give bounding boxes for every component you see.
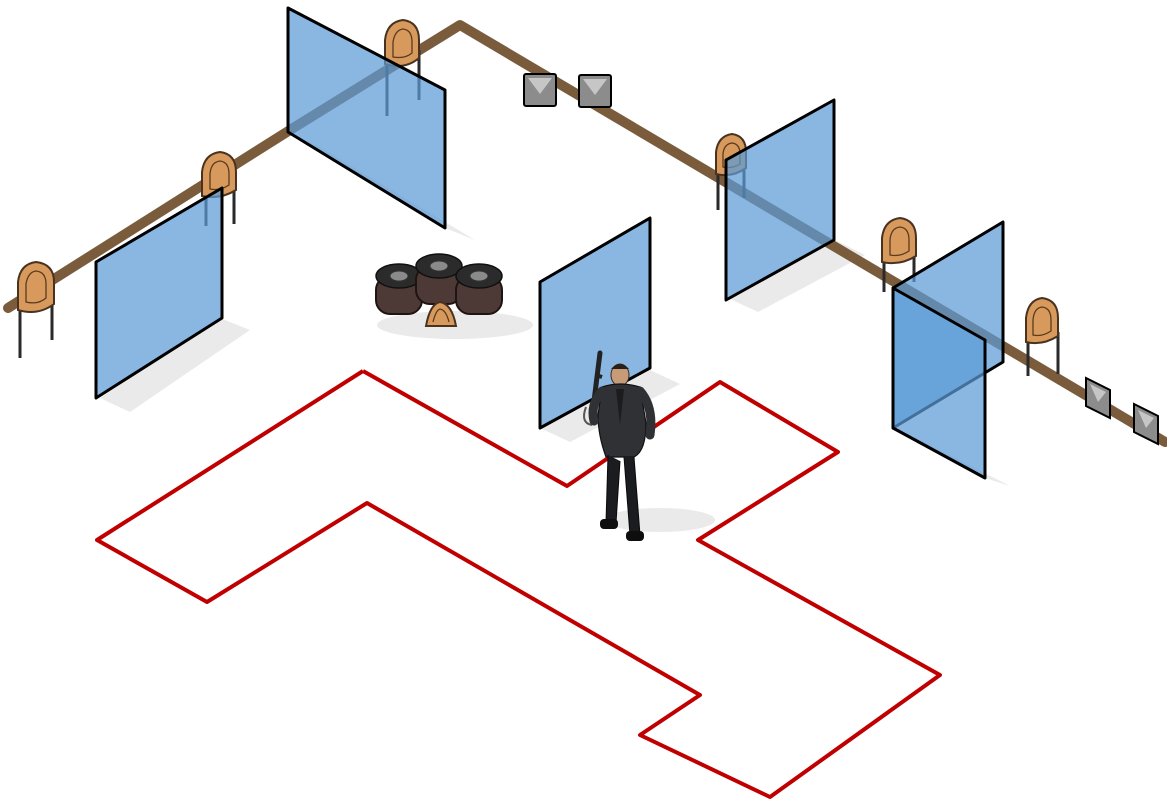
vision-barrier-1 [94, 186, 224, 400]
barrier-shadow-3 [728, 240, 865, 312]
tire-paper-target [424, 300, 458, 327]
shooting-area-boundary [95, 369, 942, 799]
shooter-shadow [605, 508, 715, 532]
shooter-figure-icon [583, 350, 656, 541]
vision-barrier-3 [724, 98, 836, 302]
tire-stack [375, 253, 503, 327]
paper-target-6 [1025, 296, 1060, 376]
vision-barrier-6 [891, 286, 987, 480]
paper-target-2 [201, 150, 237, 226]
vision-barrier-2 [286, 6, 447, 230]
steel-target-4 [1133, 402, 1159, 446]
steel-target-2 [578, 74, 612, 108]
barrier-shadow-1 [100, 318, 250, 412]
steel-target-1 [523, 73, 557, 107]
paper-target-1 [17, 260, 55, 358]
steel-target-3 [1085, 376, 1111, 420]
